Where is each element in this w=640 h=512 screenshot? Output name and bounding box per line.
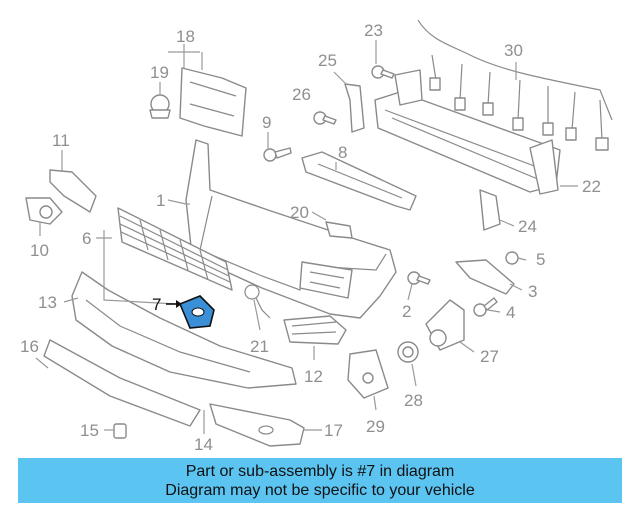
callout-21: 21: [250, 337, 269, 356]
callout-14: 14: [194, 435, 213, 454]
callout-19: 19: [150, 63, 169, 82]
part-5-clip: [505, 251, 519, 265]
info-banner: Part or sub-assembly is #7 in diagram Di…: [18, 458, 622, 503]
part-11-bracket: [49, 169, 97, 213]
part-17-side-trim: [209, 403, 305, 447]
callout-24: 24: [518, 217, 537, 236]
callout-18: 18: [176, 27, 195, 46]
part-20-tow-cap: [325, 221, 353, 239]
callout-6: 6: [82, 229, 91, 248]
parts-diagram: 1 2 3 4 5 6 7 8 9 10 11 12 13 14 15 16 1…: [20, 19, 613, 454]
callout-25: 25: [318, 51, 337, 70]
banner-line-2: Diagram may not be specific to your vehi…: [165, 482, 475, 499]
part-16-molding: [43, 339, 201, 427]
part-28-grommet: [397, 341, 419, 363]
part-22-reinforcement-bar: [374, 69, 561, 195]
callout-28: 28: [404, 391, 423, 410]
callout-27: 27: [480, 347, 499, 366]
part-26-bolt: [313, 111, 337, 125]
callout-10: 10: [30, 241, 49, 260]
part-18-license-bracket: [179, 67, 247, 137]
callout-labels: 1 2 3 4 5 6 7 8 9 10 11 12 13 14 15 16 1…: [20, 21, 601, 454]
callout-5: 5: [536, 250, 545, 269]
callout-23: 23: [364, 21, 383, 40]
callout-8: 8: [338, 143, 347, 162]
part-24-bracket: [479, 189, 501, 231]
callout-13: 13: [38, 293, 57, 312]
part-10-sensor-holder: [25, 197, 63, 225]
part-21-clip: [244, 284, 271, 319]
part-6-grille: [117, 207, 233, 291]
part-19-clip: [149, 94, 171, 119]
callout-12: 12: [304, 367, 323, 386]
callout-16: 16: [20, 337, 39, 356]
part-8-absorber: [301, 151, 417, 211]
callout-9: 9: [262, 113, 271, 132]
part-30-wiring-harness: [417, 19, 613, 151]
callout-2: 2: [402, 302, 411, 321]
callout-4: 4: [506, 303, 515, 322]
callout-29: 29: [366, 417, 385, 436]
banner-line-1: Part or sub-assembly is #7 in diagram: [185, 463, 455, 480]
part-1-bumper-cover: [185, 139, 397, 319]
part-7-highlighted: [178, 295, 215, 329]
part-7-arrowhead: [176, 300, 182, 308]
part-29-bracket: [347, 349, 389, 399]
part-27-sensor: [425, 299, 465, 351]
part-23-bolt: [371, 65, 395, 79]
callout-30: 30: [504, 41, 523, 60]
callout-22: 22: [582, 177, 601, 196]
part-12-fog-grille: [283, 315, 347, 345]
part-15-clip: [113, 423, 127, 439]
part-9-screw: [263, 147, 292, 162]
callout-7: 7: [152, 295, 161, 314]
callout-17: 17: [324, 421, 343, 440]
part-4-bolt: [473, 297, 498, 317]
callout-26: 26: [292, 85, 311, 104]
callout-20: 20: [290, 203, 309, 222]
callout-1: 1: [156, 191, 165, 210]
callout-15: 15: [80, 421, 99, 440]
leader-lines: [35, 40, 578, 434]
part-3-bracket: [455, 259, 515, 295]
part-2-screw: [407, 271, 431, 285]
part-25-bracket: [344, 83, 365, 133]
callout-3: 3: [528, 282, 537, 301]
callout-11: 11: [52, 131, 70, 150]
